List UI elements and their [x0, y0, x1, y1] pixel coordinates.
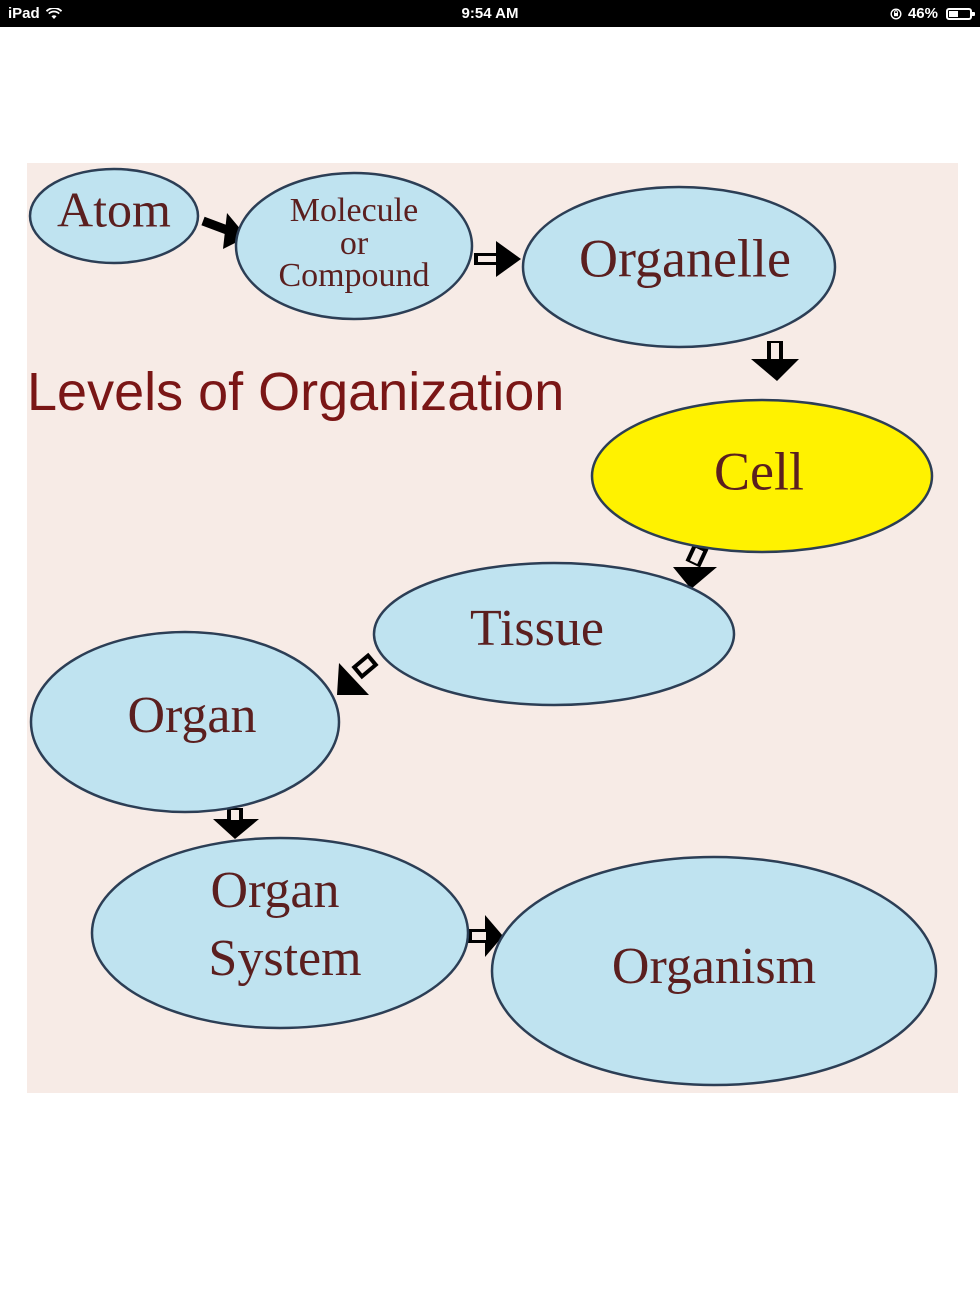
arrow-organ-system-to-organism: [468, 915, 503, 957]
node-tissue: Tissue: [372, 561, 736, 707]
node-organ-system-label-line1: Organ: [210, 862, 339, 919]
arrow-organelle-to-cell: [751, 341, 799, 381]
node-organ-system: Organ System: [90, 836, 470, 1030]
node-cell: Cell: [590, 398, 934, 554]
battery-percentage: 46%: [907, 5, 938, 22]
node-tissue-label: Tissue: [470, 600, 604, 657]
node-organism: Organism: [490, 855, 938, 1087]
arrow-tissue-to-organ: [337, 652, 379, 695]
node-molecule-label-line2: or: [340, 225, 369, 262]
node-cell-label: Cell: [714, 441, 804, 501]
orientation-lock-icon: [890, 7, 902, 20]
diagram-title: Levels of Organization: [27, 362, 564, 422]
status-right: 46%: [890, 5, 975, 22]
node-organ-system-label-line2: System: [208, 930, 361, 987]
status-time: 9:54 AM: [461, 5, 519, 22]
node-molecule-or-compound: Molecule or Compound: [234, 171, 474, 321]
node-atom: Atom: [28, 167, 200, 265]
status-bar: iPad 9:54 AM 46%: [0, 0, 980, 27]
arrow-cell-to-tissue: [673, 542, 717, 589]
node-atom-label: Atom: [57, 181, 171, 237]
node-organ-label: Organ: [127, 687, 256, 744]
arrow-organ-to-organ-system: [213, 808, 259, 839]
levels-of-organization-diagram: Atom Molecule or Compound Organelle Cell…: [27, 163, 958, 1093]
device-name: iPad: [8, 5, 40, 22]
status-left: iPad: [8, 5, 62, 22]
node-organelle-label: Organelle: [579, 228, 791, 288]
arrow-molecule-to-organelle: [474, 241, 521, 277]
node-organ: Organ: [29, 630, 341, 814]
node-molecule-label-line1: Molecule: [290, 192, 418, 229]
node-organelle: Organelle: [521, 185, 837, 349]
diagram-svg: Atom Molecule or Compound Organelle Cell…: [27, 167, 938, 1087]
node-molecule-label-line3: Compound: [278, 257, 429, 294]
battery-icon: [946, 7, 975, 20]
node-organism-label: Organism: [612, 938, 816, 995]
wifi-icon: [45, 7, 62, 20]
battery-level: [949, 10, 958, 17]
